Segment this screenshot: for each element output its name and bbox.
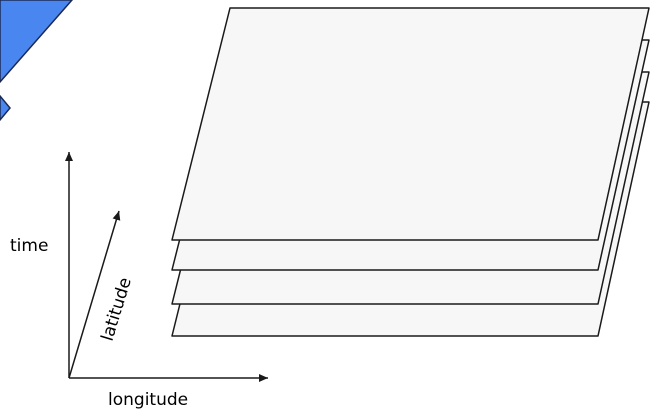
axes — [65, 152, 268, 382]
time-axis-label: time — [10, 236, 48, 256]
longitude-axis-label: longitude — [108, 390, 188, 410]
blue-shape — [0, 0, 73, 84]
blue-shape-tip — [0, 94, 11, 122]
latitude-axis — [68, 210, 121, 379]
latitude-axis-label: latitude — [98, 275, 136, 343]
layer-stack — [171, 7, 650, 337]
layer-1 — [171, 7, 650, 241]
